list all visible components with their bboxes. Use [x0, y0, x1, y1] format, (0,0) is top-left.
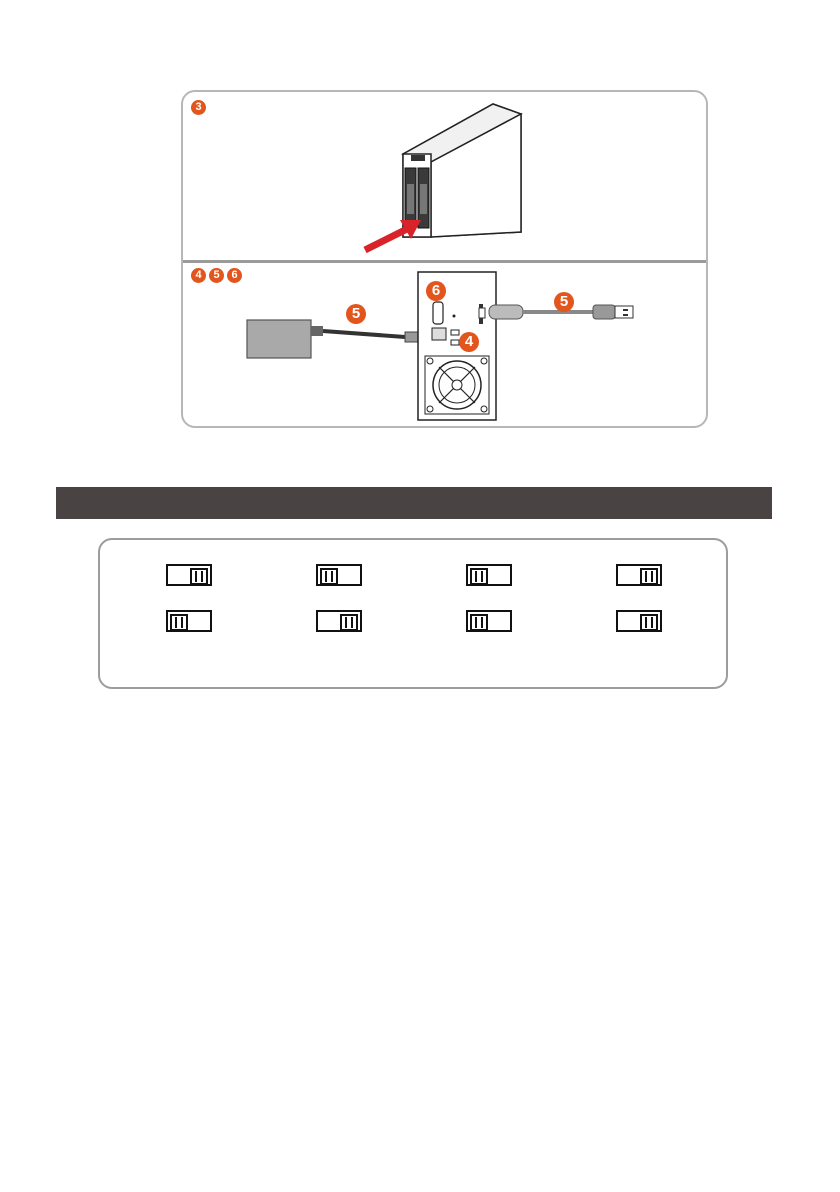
- instruction-panel: 3 4 5 6: [181, 90, 708, 428]
- insert-arrow-icon: [365, 220, 421, 250]
- enclosure-drawing: [403, 104, 521, 237]
- dip-switch: [466, 610, 512, 632]
- dip-switch: [616, 610, 662, 632]
- dip-switch: [166, 564, 212, 586]
- switch-knob-icon: [320, 568, 338, 585]
- switch-knob-icon: [170, 614, 188, 631]
- switch-knob-icon: [470, 614, 488, 631]
- dip-switch: [316, 610, 362, 632]
- callout-usb-cable: 5: [554, 292, 574, 312]
- callout-power-cable: 5: [346, 304, 366, 324]
- rear-connection-illustration: [183, 260, 708, 428]
- dip-switch: [466, 564, 512, 586]
- callout-power-switch: 6: [426, 281, 446, 301]
- switch-knob-icon: [640, 568, 658, 585]
- dip-switch: [166, 610, 212, 632]
- dip-switch: [616, 564, 662, 586]
- switch-knob-icon: [470, 568, 488, 585]
- power-adapter-drawing: [247, 320, 421, 358]
- dip-switch: [316, 564, 362, 586]
- switch-knob-icon: [190, 568, 208, 585]
- callout-dip-switch: 4: [459, 332, 479, 352]
- switch-knob-icon: [340, 614, 358, 631]
- section-header-bar: [56, 487, 772, 519]
- drive-insertion-illustration: [183, 92, 708, 260]
- switch-settings-panel: [98, 538, 728, 689]
- switch-knob-icon: [640, 614, 658, 631]
